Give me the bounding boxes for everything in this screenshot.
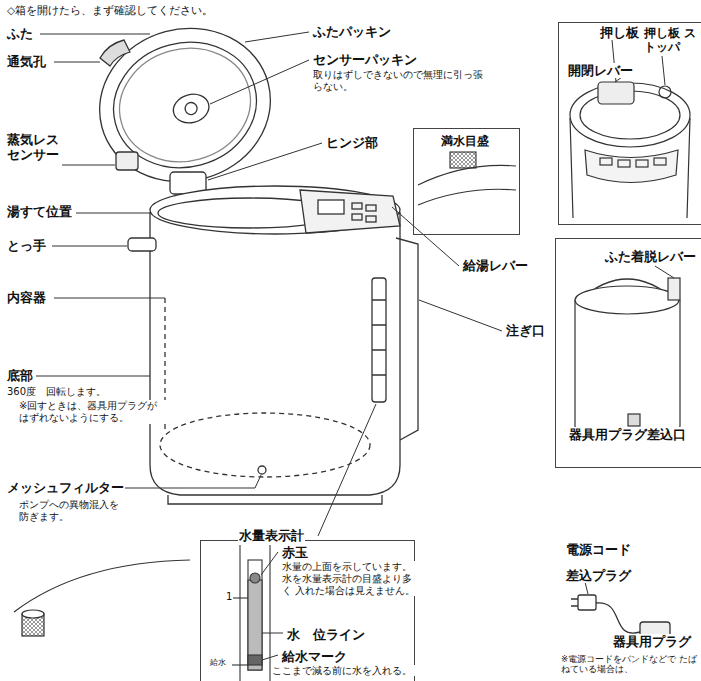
part-label: 開閉レバー — [567, 63, 634, 78]
part-label: とっ手 — [6, 238, 47, 253]
part-label: ヒンジ部 — [325, 135, 379, 150]
inset-box: 1 給水 赤玉水量の上面を示しています。 水を水量表示計の目盛より多く 入れた場合は… — [200, 540, 415, 681]
leader-lines — [36, 32, 674, 660]
part-label: 電源コード — [565, 542, 632, 557]
inset-box: 満水目盛 — [413, 128, 520, 235]
part-label: ふた — [6, 26, 34, 41]
part-label: 蒸気レス センサー — [6, 132, 70, 163]
part-label: メッシュフィルター — [6, 480, 125, 495]
part-label: 内容器 — [6, 290, 47, 305]
note-text: ※電源コードをバンドなどで たばねている場合は、 — [560, 654, 700, 674]
note-text: ※回すときは、器具用プラグが はずれないようにする。 — [18, 400, 168, 424]
part-label: 差込プラグ — [565, 568, 632, 583]
inset-box: ふた着脱レバー器具用プラグ差込口 — [555, 238, 701, 468]
part-label: 湯すて位置 — [6, 204, 73, 219]
part-label: センサーパッキン — [312, 52, 418, 67]
part-label: 通気孔 — [6, 54, 47, 69]
part-label: 器具用プラグ — [612, 634, 692, 649]
part-label: 赤玉 — [281, 545, 309, 560]
part-label: 底部 — [6, 368, 34, 383]
note-text: 取りはずしできないので無理に引っ張らない。 — [312, 69, 492, 93]
part-label: 器具用プラグ差込口 — [568, 427, 687, 442]
part-label: 給水 — [209, 659, 227, 668]
note-text: ◇箱を開けたら、まず確認してください。 — [6, 4, 214, 16]
note-text: 360度 回転します。 — [6, 386, 107, 398]
part-label: 水量表示計 — [238, 528, 305, 543]
part-label: ここまで減る前に水を入れる。 — [271, 665, 416, 676]
part-label: 給湯レバー — [462, 258, 529, 273]
inset-box: 押し板押し板 ストッパ開閉レバー — [558, 22, 701, 225]
part-label: 水 位ライン — [286, 627, 366, 642]
part-label: 給水マーク — [281, 649, 348, 664]
part-label: 注ぎ口 — [505, 323, 546, 338]
part-label: ふた着脱レバー — [604, 249, 697, 264]
note-text: ポンプへの異物混入を 防ぎます。 — [18, 499, 130, 523]
part-label: 押し板 ストッパ — [643, 27, 701, 55]
part-label: 満水目盛 — [440, 134, 490, 148]
part-label: 1 — [225, 591, 233, 603]
part-label: 押し板 — [599, 25, 640, 40]
part-label: ふたパッキン — [312, 24, 392, 39]
part-label: 水量の上面を示しています。 水を水量表示計の目盛より多く 入れた場合は見えません… — [281, 561, 418, 596]
